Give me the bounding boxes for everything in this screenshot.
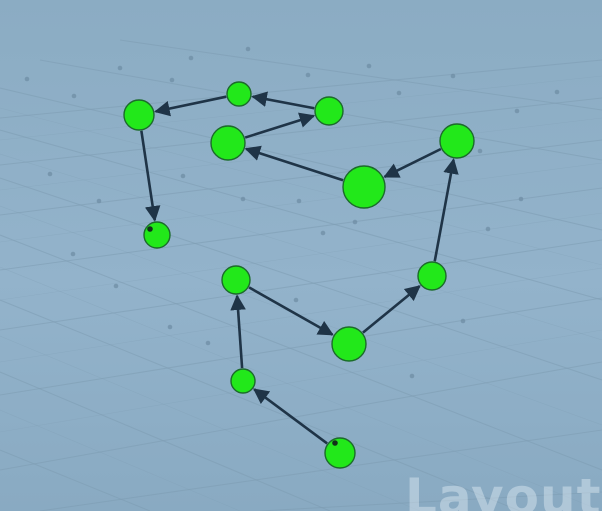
grid-line: [0, 329, 602, 433]
edge-arrow: [362, 285, 421, 334]
particle-dot: [117, 65, 123, 71]
particle-dot: [396, 90, 402, 96]
graph-nodes: [123, 81, 475, 469]
grid-line: [0, 449, 151, 511]
grid-line: [0, 335, 421, 511]
grid-line: [0, 129, 602, 301]
edge-arrow: [230, 294, 246, 369]
particle-dot: [245, 46, 251, 52]
edge-arrow: [244, 112, 316, 139]
grid-line: [0, 59, 602, 119]
grid-line: [0, 177, 602, 381]
grid-line: [0, 187, 602, 271]
graph-edges: [140, 91, 459, 445]
particle-dot: [409, 373, 415, 379]
graph-node[interactable]: [314, 96, 344, 126]
particle-dot: [167, 324, 173, 330]
grid-line: [0, 75, 602, 141]
particle-dot: [169, 77, 175, 83]
grid-line: [0, 266, 602, 511]
graph-node[interactable]: [123, 99, 155, 131]
grid-line: [0, 234, 602, 471]
particle-dot: [70, 251, 76, 257]
grid-line: [0, 239, 602, 331]
node-marker: [332, 440, 338, 446]
grid-line: [0, 153, 602, 341]
particle-dot: [518, 196, 524, 202]
particle-dot: [477, 148, 483, 154]
grid-line: [0, 139, 602, 216]
grid-line: [0, 212, 602, 301]
grid-line: [119, 39, 602, 111]
edge-arrow: [252, 388, 328, 445]
graph-node[interactable]: [226, 81, 252, 107]
grid-line: [0, 87, 602, 231]
graph-node[interactable]: [439, 123, 475, 159]
edge-arrow: [154, 95, 227, 117]
particle-dot: [205, 340, 211, 346]
node-marker: [147, 226, 153, 232]
particle-dot: [96, 198, 102, 204]
edge-arrow: [140, 130, 161, 222]
graph-node[interactable]: [417, 261, 447, 291]
edge-arrow: [244, 145, 344, 182]
grid-line: [0, 409, 241, 511]
graph-node[interactable]: [221, 265, 251, 295]
grid-line: [0, 371, 331, 511]
edge-arrow: [251, 91, 315, 110]
edge-arrow: [433, 158, 459, 262]
particle-dot: [71, 93, 77, 99]
grid-line: [0, 117, 602, 191]
particle-dot: [514, 108, 520, 114]
particle-dot: [366, 63, 372, 69]
particle-dot: [296, 198, 302, 204]
particle-dot: [293, 297, 299, 303]
particle-dot: [24, 76, 30, 82]
particle-dot: [305, 72, 311, 78]
grid-line: [0, 107, 602, 266]
edge-arrow: [248, 286, 334, 336]
particle-dot: [47, 171, 53, 177]
graph-node[interactable]: [210, 125, 246, 161]
graph-node[interactable]: [143, 221, 171, 249]
particle-dot: [485, 226, 491, 232]
particle-dot: [320, 230, 326, 236]
graph-node[interactable]: [324, 437, 356, 469]
particle-dot: [352, 219, 358, 225]
grid-line: [0, 267, 602, 363]
particle-dot: [460, 318, 466, 324]
grid-line: [0, 297, 602, 396]
particle-dot: [180, 173, 186, 179]
particle-dot: [188, 55, 194, 61]
particle-dot: [554, 89, 560, 95]
grid-line: [259, 491, 602, 511]
grid-line: [39, 429, 602, 511]
graph-node[interactable]: [342, 165, 386, 209]
grid-line: [0, 361, 602, 471]
floor-grid: [0, 39, 602, 511]
grid-line: [0, 162, 602, 243]
graph-node[interactable]: [230, 368, 256, 394]
edge-arrow: [383, 147, 442, 178]
particle-dot: [113, 283, 119, 289]
grid-line: [0, 299, 521, 511]
grid-line: [0, 97, 602, 166]
graph-node[interactable]: [331, 326, 367, 362]
particle-dot: [450, 73, 456, 79]
particle-dot: [240, 196, 246, 202]
